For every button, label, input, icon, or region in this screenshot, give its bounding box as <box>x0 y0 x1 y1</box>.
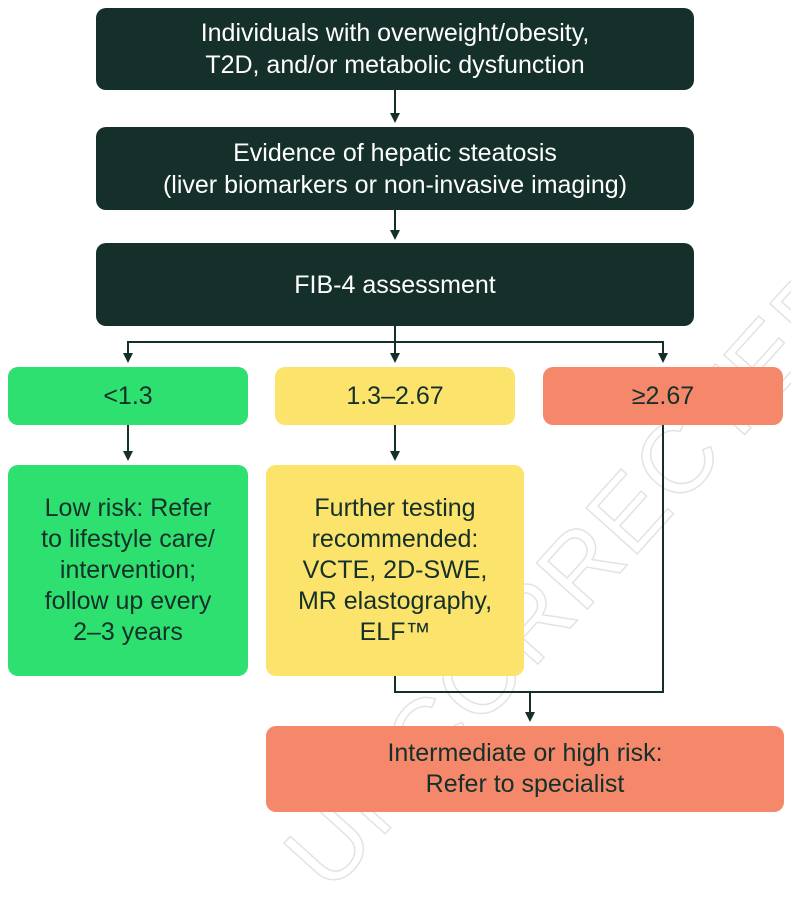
step-fib4-text: FIB-4 assessment <box>294 270 496 299</box>
outcome-low-risk: Low risk: Refer to lifestyle care/ inter… <box>8 465 248 676</box>
step-steatosis-text: Evidence of hepatic steatosis (liver bio… <box>162 138 628 199</box>
threshold-low-text: <1.3 <box>103 381 153 410</box>
threshold-high: ≥2.67 <box>543 367 783 425</box>
outcome-further-testing-text: Further testing recommended: VCTE, 2D-SW… <box>297 494 493 646</box>
step-fib4: FIB-4 assessment <box>96 243 694 326</box>
outcome-further-testing: Further testing recommended: VCTE, 2D-SW… <box>266 465 524 676</box>
threshold-mid-text: 1.3–2.67 <box>346 381 444 410</box>
threshold-low: <1.3 <box>8 367 248 425</box>
outcome-low-risk-text: Low risk: Refer to lifestyle care/ inter… <box>41 494 215 646</box>
threshold-mid: 1.3–2.67 <box>275 367 515 425</box>
line-high-to-specialist <box>530 425 664 693</box>
step-steatosis: Evidence of hepatic steatosis (liver bio… <box>96 127 694 210</box>
step-population-text: Individuals with overweight/obesity, T2D… <box>200 19 590 79</box>
outcome-refer-specialist-text: Intermediate or high risk: Refer to spec… <box>387 739 663 798</box>
outcome-refer-specialist: Intermediate or high risk: Refer to spec… <box>266 726 784 812</box>
threshold-high-text: ≥2.67 <box>631 381 695 410</box>
line-mid-to-specialist <box>394 676 530 693</box>
step-population: Individuals with overweight/obesity, T2D… <box>96 8 694 90</box>
